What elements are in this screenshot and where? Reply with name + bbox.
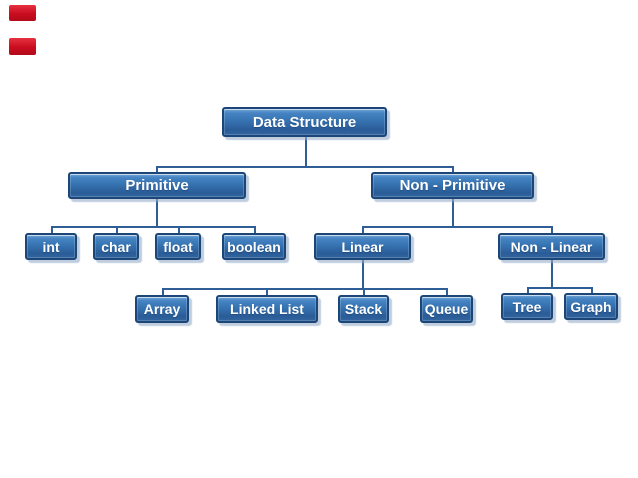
connector-line — [362, 259, 364, 290]
connector-line — [162, 288, 448, 290]
node-float: float — [155, 233, 201, 260]
node-graph: Graph — [564, 293, 618, 320]
connector-line — [156, 166, 158, 174]
connector-line — [51, 226, 53, 235]
node-linked-list: Linked List — [216, 295, 318, 323]
connector-line — [527, 287, 593, 289]
node-primitive: Primitive — [68, 172, 246, 199]
connector-line — [452, 166, 454, 174]
connector-line — [156, 166, 454, 168]
node-tree: Tree — [501, 293, 553, 320]
node-stack: Stack — [338, 295, 389, 323]
connector-line — [452, 198, 454, 228]
connector-line — [591, 287, 593, 295]
connector-line — [162, 288, 164, 297]
red-corner-mark-2 — [9, 38, 36, 55]
connector-line — [266, 288, 268, 297]
node-int: int — [25, 233, 77, 260]
node-array: Array — [135, 295, 189, 323]
connector-line — [51, 226, 256, 228]
connector-line — [305, 136, 307, 168]
node-char: char — [93, 233, 139, 260]
node-non-primitive: Non - Primitive — [371, 172, 534, 199]
node-queue: Queue — [420, 295, 473, 323]
connector-line — [178, 226, 180, 235]
node-data-structure: Data Structure — [222, 107, 387, 137]
connector-line — [527, 287, 529, 295]
connector-line — [446, 288, 448, 297]
node-boolean: boolean — [222, 233, 286, 260]
connector-line — [551, 259, 553, 289]
connector-line — [254, 226, 256, 235]
connector-line — [362, 226, 364, 235]
connector-line — [551, 226, 553, 235]
node-linear: Linear — [314, 233, 411, 260]
node-non-linear: Non - Linear — [498, 233, 605, 260]
connector-line — [156, 198, 158, 228]
red-corner-mark-1 — [9, 5, 36, 21]
connector-line — [116, 226, 118, 235]
connector-line — [363, 288, 365, 297]
connector-line — [362, 226, 553, 228]
